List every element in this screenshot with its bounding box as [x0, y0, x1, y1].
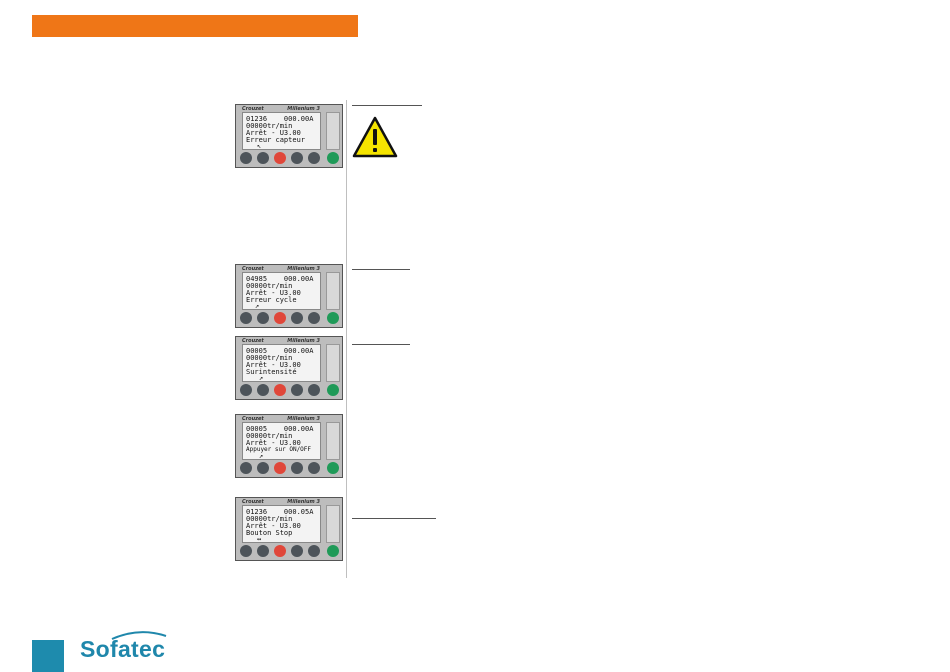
lcd-line: Arrêt - U3.00 [246, 439, 301, 447]
lcd-display-press-on-off: Crouzet Millenium 3 00005 000.00A 00000t… [235, 414, 343, 478]
key-button[interactable] [291, 384, 303, 396]
section-rule [352, 105, 422, 106]
esc-key-button[interactable] [274, 152, 286, 164]
lcd-cursor: ↗ [255, 302, 260, 310]
lcd-line: 01236 000.05A [246, 508, 314, 516]
lcd-line: Bouton Stop [246, 529, 293, 537]
display-model: Millenium 3 [287, 416, 320, 422]
key-button[interactable] [257, 545, 269, 557]
display-side-panel [326, 112, 340, 150]
lcd-display-overcurrent: Crouzet Millenium 3 00005 000.00A 00000t… [235, 336, 343, 400]
key-button[interactable] [240, 384, 252, 396]
lcd-line: Arrêt - U3.00 [246, 361, 301, 369]
lcd-line: 00005 000.00A [246, 425, 314, 433]
section-rule [352, 269, 410, 270]
lcd-line: 00000tr/min [246, 354, 293, 362]
lcd-line: 01236 000.00A [246, 115, 314, 123]
lcd-line: Appuyer sur ON/OFF [246, 446, 312, 453]
lcd-line: 00000tr/min [246, 282, 293, 290]
keypad [240, 150, 339, 164]
key-button[interactable] [257, 384, 269, 396]
section-rule [352, 518, 436, 519]
lcd-cursor: ↖ [257, 142, 262, 150]
ok-key-button[interactable] [327, 462, 339, 474]
sofatec-logo: Sofatec [80, 636, 166, 662]
lcd-line: Arrêt - U3.00 [246, 289, 301, 297]
display-brand: Crouzet [242, 499, 264, 505]
key-button[interactable] [240, 312, 252, 324]
ok-key-button[interactable] [327, 384, 339, 396]
lcd-line: Erreur capteur [246, 136, 306, 144]
keypad [240, 460, 339, 474]
lcd-cursor: ↗ [259, 374, 264, 382]
display-model: Millenium 3 [287, 266, 320, 272]
lcd-line: 04985 000.00A [246, 275, 314, 283]
lcd-screen: 01236 000.00A 00000tr/min Arrêt - U3.00 … [242, 112, 321, 150]
section-header-bar [32, 15, 358, 37]
keypad [240, 310, 339, 324]
ok-key-button[interactable] [327, 545, 339, 557]
key-button[interactable] [291, 152, 303, 164]
esc-key-button[interactable] [274, 384, 286, 396]
lcd-cursor: ↔ [257, 535, 262, 543]
lcd-screen: 00005 000.00A 00000tr/min Arrêt - U3.00 … [242, 344, 321, 382]
key-button[interactable] [308, 462, 320, 474]
lcd-cursor: ↗ [259, 452, 264, 460]
logo-swoosh-icon [110, 630, 168, 640]
ok-key-button[interactable] [327, 312, 339, 324]
display-side-panel [326, 272, 340, 310]
display-side-panel [326, 505, 340, 543]
key-button[interactable] [308, 384, 320, 396]
key-button[interactable] [291, 312, 303, 324]
display-brand: Crouzet [242, 338, 264, 344]
lcd-line: Arrêt - U3.00 [246, 522, 301, 530]
key-button[interactable] [308, 545, 320, 557]
lcd-line: 00005 000.00A [246, 347, 314, 355]
lcd-screen: 04985 000.00A 00000tr/min Arrêt - U3.00 … [242, 272, 321, 310]
display-side-panel [326, 422, 340, 460]
keypad [240, 543, 339, 557]
key-button[interactable] [240, 152, 252, 164]
display-brand: Crouzet [242, 106, 264, 112]
lcd-display-stop-button: Crouzet Millenium 3 01236 000.05A 00000t… [235, 497, 343, 561]
lcd-display-cycle-error: Crouzet Millenium 3 04985 000.00A 00000t… [235, 264, 343, 328]
display-model: Millenium 3 [287, 106, 320, 112]
lcd-display-sensor-error: Crouzet Millenium 3 01236 000.00A 00000t… [235, 104, 343, 168]
key-button[interactable] [240, 462, 252, 474]
key-button[interactable] [291, 462, 303, 474]
display-model: Millenium 3 [287, 499, 320, 505]
ok-key-button[interactable] [327, 152, 339, 164]
display-side-panel [326, 344, 340, 382]
key-button[interactable] [257, 462, 269, 474]
key-button[interactable] [257, 152, 269, 164]
key-button[interactable] [308, 312, 320, 324]
warning-triangle-icon [352, 116, 398, 158]
keypad [240, 382, 339, 396]
key-button[interactable] [291, 545, 303, 557]
esc-key-button[interactable] [274, 545, 286, 557]
column-divider [346, 100, 347, 578]
key-button[interactable] [240, 545, 252, 557]
lcd-line: 00000tr/min [246, 515, 293, 523]
lcd-line: Erreur cycle [246, 296, 297, 304]
esc-key-button[interactable] [274, 462, 286, 474]
section-rule [352, 344, 410, 345]
esc-key-button[interactable] [274, 312, 286, 324]
lcd-line: 00000tr/min [246, 432, 293, 440]
display-brand: Crouzet [242, 266, 264, 272]
key-button[interactable] [308, 152, 320, 164]
key-button[interactable] [257, 312, 269, 324]
logo-square [32, 640, 64, 672]
lcd-line: Arrêt - U3.00 [246, 129, 301, 137]
lcd-line: 00000tr/min [246, 122, 293, 130]
lcd-screen: 01236 000.05A 00000tr/min Arrêt - U3.00 … [242, 505, 321, 543]
lcd-line: Surintensité [246, 368, 297, 376]
display-model: Millenium 3 [287, 338, 320, 344]
display-brand: Crouzet [242, 416, 264, 422]
lcd-screen: 00005 000.00A 00000tr/min Arrêt - U3.00 … [242, 422, 321, 460]
